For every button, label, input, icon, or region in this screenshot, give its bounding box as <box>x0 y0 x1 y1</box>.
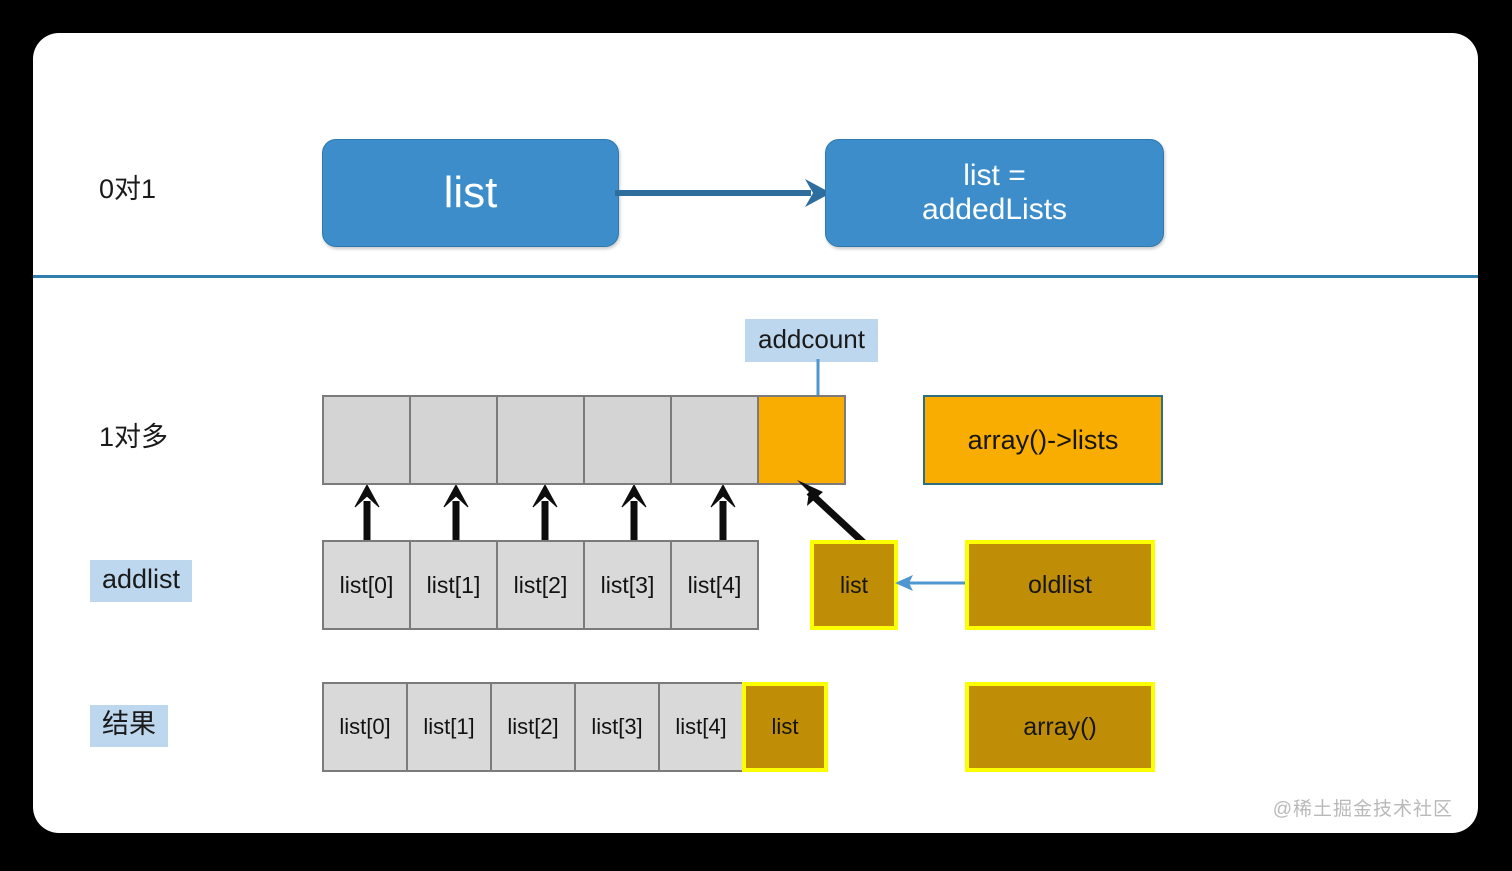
addlist-cell[interactable]: list[4] <box>670 540 759 630</box>
addlist-cell[interactable]: list[3] <box>583 540 672 630</box>
watermark-text: @稀土掘金技术社区 <box>1272 799 1453 820</box>
row-label-one-to-one: 0对1 <box>99 174 157 204</box>
gold-box-list[interactable]: list <box>810 540 898 630</box>
addcount-callout-label: addcount <box>745 319 878 362</box>
row-label-one-to-many: 1对多 <box>99 422 169 452</box>
blue-box-added-lists[interactable]: list = addedLists <box>825 139 1164 247</box>
top-array-cell[interactable] <box>583 395 672 485</box>
blue-box-list[interactable]: list <box>322 139 619 247</box>
addlist-cell[interactable]: list[2] <box>496 540 585 630</box>
addlist-array: list[0] list[1] list[2] list[3] list[4] <box>322 540 759 630</box>
top-array <box>322 395 846 485</box>
top-array-cell[interactable] <box>322 395 411 485</box>
top-array-cell[interactable] <box>409 395 498 485</box>
array-lists-box[interactable]: array()->lists <box>923 395 1163 485</box>
section-divider <box>33 275 1478 278</box>
result-cell[interactable]: list[3] <box>574 682 660 772</box>
white-card: 0对1 list list = addedLists 1对多 addcount <box>33 33 1478 833</box>
gold-box-array[interactable]: array() <box>965 682 1155 772</box>
result-cell[interactable]: list[1] <box>406 682 492 772</box>
result-array: list[0] list[1] list[2] list[3] list[4] … <box>322 682 828 772</box>
result-cell-list[interactable]: list <box>742 682 828 772</box>
result-cell[interactable]: list[2] <box>490 682 576 772</box>
addlist-cell[interactable]: list[1] <box>409 540 498 630</box>
left-arrow-icon <box>895 568 971 598</box>
top-array-cell[interactable] <box>496 395 585 485</box>
result-cell[interactable]: list[0] <box>322 682 408 772</box>
top-array-cell[interactable] <box>670 395 759 485</box>
top-array-cell-addcount[interactable] <box>757 395 846 485</box>
row-label-result: 结果 <box>90 705 168 747</box>
result-cell[interactable]: list[4] <box>658 682 744 772</box>
gold-box-oldlist[interactable]: oldlist <box>965 540 1155 630</box>
right-arrow-icon <box>615 173 831 213</box>
addlist-cell[interactable]: list[0] <box>322 540 411 630</box>
row-label-addlist: addlist <box>90 560 193 602</box>
